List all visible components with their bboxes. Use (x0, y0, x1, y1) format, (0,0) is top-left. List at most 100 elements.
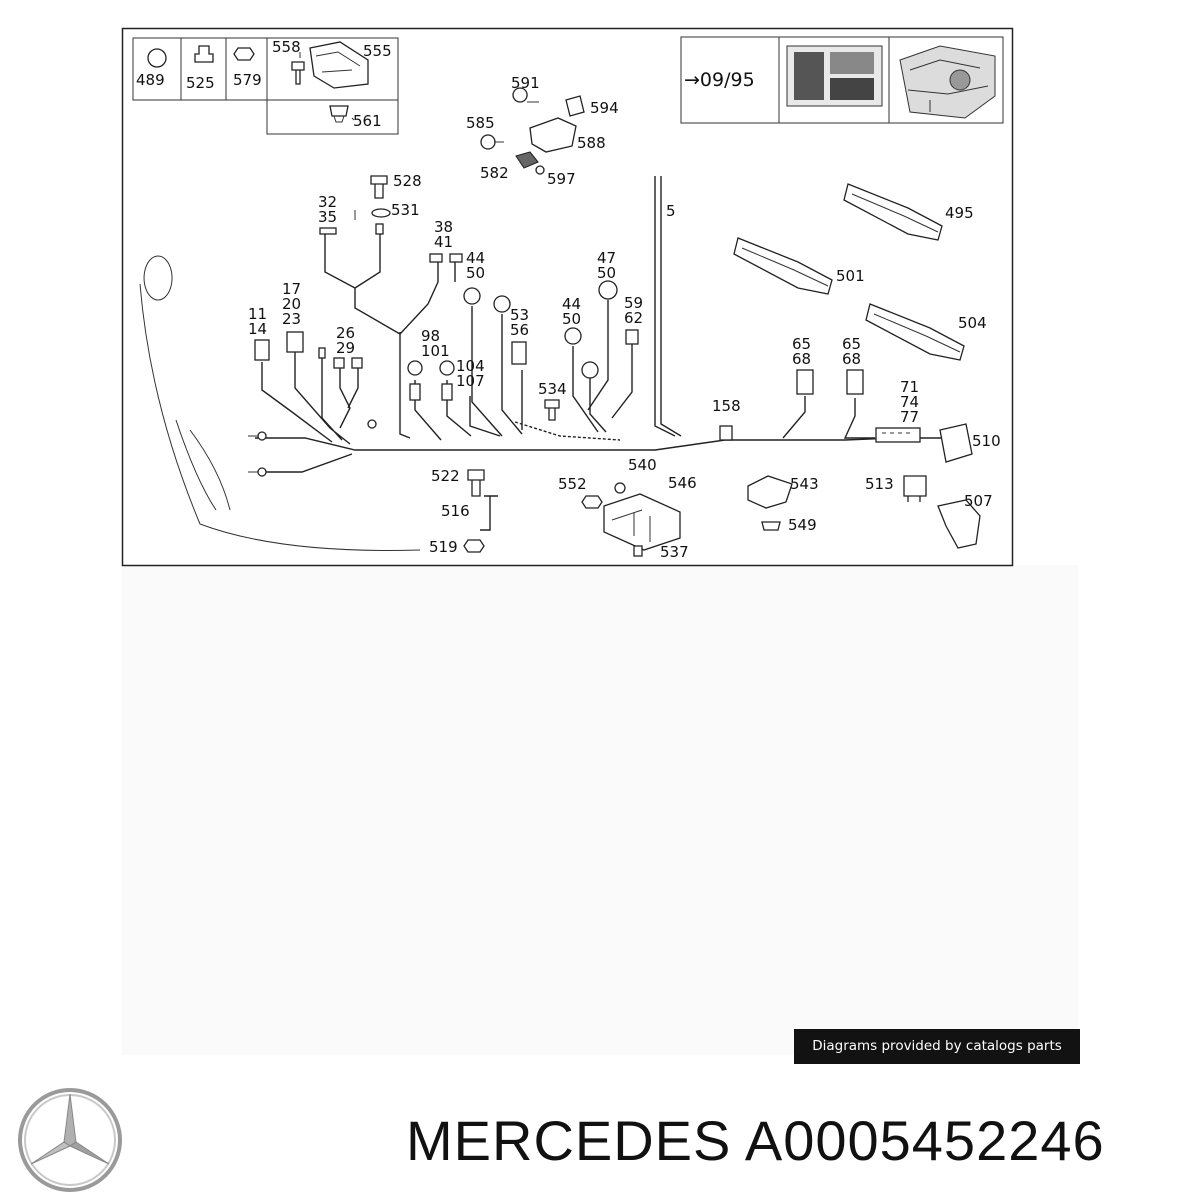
svg-text:50: 50 (466, 264, 485, 282)
part-number: A0005452246 (744, 1109, 1105, 1172)
connector-65b (846, 369, 864, 395)
connector-104 (439, 360, 455, 376)
svg-text:32: 32 (318, 193, 337, 211)
svg-text:519: 519 (429, 538, 458, 556)
relay-513 (903, 475, 927, 502)
connector-44b (564, 327, 582, 345)
svg-text:585: 585 (466, 114, 495, 132)
svg-text:68: 68 (842, 350, 861, 368)
fuse-box-thumbnail (786, 45, 883, 107)
svg-text:510: 510 (972, 432, 1001, 450)
svg-text:56: 56 (510, 321, 529, 339)
connector-65a (796, 369, 814, 395)
connector-50a (493, 295, 511, 313)
diagram-frame (121, 27, 1014, 567)
svg-text:50: 50 (597, 264, 616, 282)
svg-text:552: 552 (558, 475, 587, 493)
svg-text:62: 62 (624, 309, 643, 327)
svg-text:597: 597 (547, 170, 576, 188)
legend-label-489: 489 (136, 71, 165, 89)
svg-text:26: 26 (336, 324, 355, 342)
connector-47 (598, 280, 618, 300)
svg-text:53: 53 (510, 306, 529, 324)
svg-text:50: 50 (562, 310, 581, 328)
svg-text:504: 504 (958, 314, 987, 332)
svg-text:101: 101 (421, 342, 450, 360)
svg-text:546: 546 (668, 474, 697, 492)
svg-text:522: 522 (431, 467, 460, 485)
bolt-528 (370, 175, 388, 199)
legend-label-525: 525 (186, 74, 215, 92)
connector-50c (581, 361, 599, 379)
legend-label-558: 558 (272, 38, 301, 56)
svg-text:104: 104 (456, 357, 485, 375)
engine-thumbnail (899, 45, 996, 119)
svg-text:158: 158 (712, 397, 741, 415)
svg-text:44: 44 (562, 295, 581, 313)
bracket-543 (747, 475, 793, 509)
part-558-icon (291, 61, 305, 85)
grommet-549 (761, 521, 781, 531)
bracket-parts-cluster (480, 87, 585, 175)
connector-44a (463, 287, 481, 305)
svg-text:11: 11 (248, 305, 267, 323)
part-489-icon (147, 48, 167, 68)
callout-labels: 591 594 585 588 582 597 528 531 5 495 50… (248, 74, 1001, 561)
left-harness-branches (261, 352, 359, 445)
harness-branch-5 (654, 176, 682, 437)
svg-text:68: 68 (792, 350, 811, 368)
brand-name: MERCEDES (406, 1109, 732, 1172)
svg-text:14: 14 (248, 320, 267, 338)
svg-text:501: 501 (836, 267, 865, 285)
legend-label-579: 579 (233, 71, 262, 89)
svg-text:47: 47 (597, 249, 616, 267)
svg-text:582: 582 (480, 164, 509, 182)
svg-text:17: 17 (282, 280, 301, 298)
connector-17 (286, 331, 304, 353)
part-555-icon (309, 41, 369, 89)
nut-552 (581, 495, 603, 509)
svg-text:5: 5 (666, 202, 676, 220)
svg-text:29: 29 (336, 339, 355, 357)
legend-label-555: 555 (363, 42, 392, 60)
bolt-534 (544, 399, 560, 421)
svg-text:35: 35 (318, 208, 337, 226)
svg-text:20: 20 (282, 295, 301, 313)
svg-text:65: 65 (792, 335, 811, 353)
connector-504 (865, 303, 965, 361)
washer-531 (371, 208, 391, 218)
bumper-outline (139, 283, 421, 551)
svg-text:540: 540 (628, 456, 657, 474)
svg-text:591: 591 (511, 74, 540, 92)
svg-text:23: 23 (282, 310, 301, 328)
svg-text:534: 534 (538, 380, 567, 398)
part-title: MERCEDES A0005452246 (406, 1108, 1105, 1174)
svg-text:77: 77 (900, 408, 919, 426)
connector-11 (254, 339, 270, 361)
part-561-icon (329, 105, 349, 117)
svg-text:531: 531 (391, 201, 420, 219)
svg-text:528: 528 (393, 172, 422, 190)
connector-495 (843, 183, 943, 241)
svg-text:59: 59 (624, 294, 643, 312)
bracket-537 (603, 482, 681, 557)
svg-text:65: 65 (842, 335, 861, 353)
svg-text:507: 507 (964, 492, 993, 510)
nut-519 (463, 539, 485, 553)
svg-text:513: 513 (865, 475, 894, 493)
svg-text:98: 98 (421, 327, 440, 345)
connector-98 (407, 360, 423, 376)
connector-71 (875, 427, 921, 443)
svg-text:594: 594 (590, 99, 619, 117)
cover-510 (939, 423, 973, 463)
parts-legend-box: 489 525 579 558 555 561 (132, 37, 399, 135)
diagram-lower-background (122, 565, 1078, 1055)
grommet-158 (719, 425, 733, 441)
holder-507 (937, 499, 981, 549)
svg-text:41: 41 (434, 233, 453, 251)
legend-label-561: 561 (353, 112, 382, 130)
svg-text:44: 44 (466, 249, 485, 267)
version-note: →09/95 (684, 69, 755, 91)
harness-branch-38 (399, 262, 456, 335)
